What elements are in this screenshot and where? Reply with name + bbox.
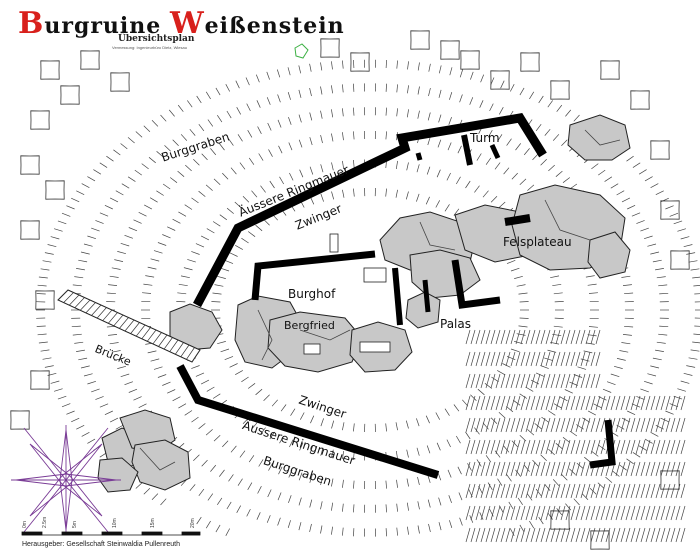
rock-east-top: [567, 114, 631, 161]
terrain-hachures: [36, 59, 700, 543]
scale-tick-2: 5m: [72, 521, 78, 528]
rock-bergfried-main: [267, 311, 363, 373]
castle-walls: [176, 113, 616, 479]
tower-wall-2: [489, 143, 501, 160]
map-title: Burgruine Weißenstein: [18, 6, 345, 41]
palas-wall-1: [451, 259, 501, 309]
label-turm: Turm: [470, 131, 500, 145]
stairs-bergfried: [303, 343, 321, 355]
scale-tick-1: 2.5m: [42, 516, 48, 528]
scale-tick-5: 20m: [190, 518, 196, 528]
scale-tick-0: 0m: [22, 521, 28, 528]
rock-felsplateau-4: [587, 231, 631, 279]
map-subsubtitle: Vermessung: Ingenieurbüro Dietz, Wiesau: [112, 45, 187, 50]
outer-ring-wall-southeast: [589, 419, 616, 469]
compass-rose: [11, 425, 121, 535]
tower-wall: [461, 134, 473, 166]
map-subtitle: Übersichtsplan: [118, 34, 195, 44]
rock-palas: [405, 291, 441, 329]
palas-wall-3: [422, 279, 431, 313]
outer-ring-wall-north: [193, 113, 547, 308]
stair-wall: [415, 152, 423, 161]
label-felsplateau: Felsplateau: [503, 235, 572, 249]
rock-cracks: [139, 129, 621, 471]
title-part-2: eißenstein: [204, 13, 345, 39]
palas-wall-2: [392, 267, 403, 326]
title-initial-2: W: [169, 6, 205, 41]
stairs-bergfried-east: [359, 341, 391, 353]
title-initial-1: B: [18, 6, 45, 41]
publisher-credit: Herausgeber: Gesellschaft Steinwaldia Pu…: [22, 541, 180, 548]
bridge: [57, 289, 201, 363]
green-marker-icon: [294, 43, 309, 59]
scale-bar: [21, 531, 201, 536]
label-bergfried: Bergfried: [284, 319, 335, 332]
label-palas: Palas: [440, 317, 471, 331]
title-part-1: urgruine: [44, 13, 170, 39]
rock-sw-3: [131, 439, 191, 491]
minor-structures: [303, 233, 391, 355]
label-burghof: Burghof: [288, 287, 336, 301]
outer-ring-wall-south: [176, 364, 440, 479]
rock-outcrops: [97, 114, 631, 493]
scale-tick-3: 10m: [112, 518, 118, 528]
inner-wall-burghof: [251, 250, 376, 301]
scale-tick-4: 15m: [150, 518, 156, 528]
stairs-burghof: [363, 267, 387, 283]
plateau-wall: [504, 214, 531, 226]
stairs-zwinger: [329, 233, 339, 253]
tree-outlines: [10, 30, 690, 550]
